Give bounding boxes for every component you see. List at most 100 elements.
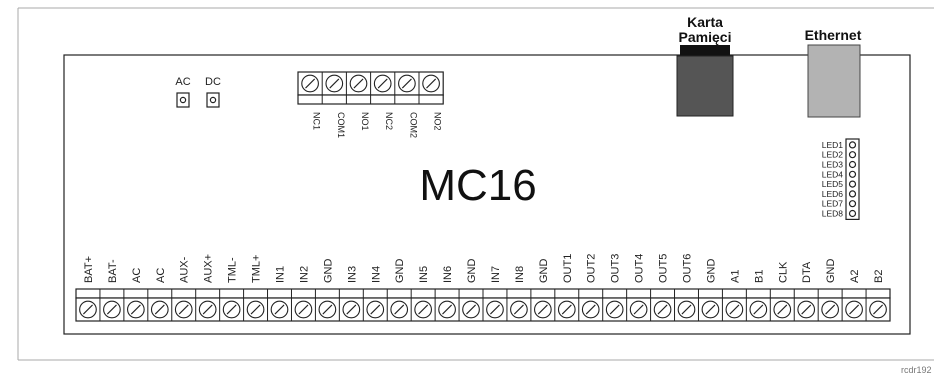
- terminal-label-16: IN6: [442, 266, 454, 283]
- terminal-screw-25: [653, 300, 672, 319]
- terminal-label-15: IN5: [418, 266, 430, 283]
- board-model-title: MC16: [419, 161, 536, 210]
- led-label-2: LED2: [822, 150, 844, 160]
- terminal-screw-28: [725, 300, 744, 319]
- terminal-screw-8: [246, 300, 265, 319]
- terminal-screw-4: [150, 300, 169, 319]
- led-5: [848, 180, 857, 188]
- terminal-screw-2: [103, 300, 121, 319]
- memory-card-label-line1: Karta: [687, 14, 723, 30]
- drawing-code: rcdr192: [901, 365, 932, 375]
- led-label-4: LED4: [822, 169, 844, 179]
- terminal-screw-1: [79, 300, 97, 319]
- ac-dc-jumpers: AC DC: [175, 76, 221, 108]
- terminal-screw-11: [318, 300, 337, 319]
- terminal-label-20: GND: [538, 259, 550, 284]
- terminal-screw-32: [821, 300, 839, 319]
- terminal-label-18: IN7: [490, 266, 502, 283]
- relay-label-nc1: NC1: [312, 112, 322, 130]
- terminal-screw-22: [581, 300, 600, 319]
- terminal-label-30: CLK: [777, 261, 789, 283]
- terminal-screw-23: [605, 300, 624, 319]
- led-7: [848, 200, 857, 208]
- terminal-label-33: A2: [849, 270, 861, 283]
- ethernet-port: [807, 44, 861, 118]
- terminal-label-6: AUX+: [203, 254, 215, 283]
- led-4: [848, 170, 857, 178]
- jumper-label-ac: AC: [175, 76, 190, 88]
- relay-label-com2: COM2: [408, 112, 418, 138]
- memory-card-slot: [680, 45, 730, 56]
- terminal-label-5: AUX-: [179, 256, 191, 283]
- terminal-label-7: TML-: [227, 257, 239, 283]
- relay-label-no1: NO1: [360, 112, 370, 131]
- terminal-screw-18: [486, 300, 504, 319]
- terminal-screw-16: [438, 300, 456, 319]
- terminal-screw-30: [773, 300, 792, 319]
- terminal-label-13: IN4: [370, 266, 382, 283]
- terminal-screw-3: [127, 300, 145, 319]
- jumper-pad-dc: [206, 92, 220, 108]
- terminal-label-4: AC: [155, 268, 167, 283]
- terminal-screw-20: [534, 300, 552, 319]
- led-2: [848, 151, 857, 159]
- terminal-label-2: BAT-: [107, 259, 119, 283]
- led-label-6: LED6: [822, 189, 844, 199]
- terminal-label-32: GND: [825, 259, 837, 284]
- led-label-8: LED8: [822, 209, 844, 219]
- terminal-screw-6: [198, 300, 217, 319]
- led-6: [848, 190, 857, 198]
- terminal-label-17: GND: [466, 259, 478, 284]
- terminal-label-22: OUT2: [586, 254, 598, 283]
- jumper-pin-dc: [209, 96, 217, 104]
- jumper-label-dc: DC: [205, 76, 221, 88]
- board-outline: [63, 54, 911, 335]
- relay-label-com1: COM1: [336, 112, 346, 138]
- terminal-label-8: TML+: [251, 255, 263, 283]
- terminal-screw-19: [510, 300, 528, 319]
- terminal-label-27: GND: [705, 259, 717, 284]
- terminal-screw-12: [342, 300, 361, 319]
- terminal-screw-26: [677, 300, 696, 319]
- relay-screw-nc1: [301, 74, 319, 93]
- terminal-screw-33: [845, 300, 863, 319]
- terminal-screw-24: [629, 300, 648, 319]
- ethernet-label: Ethernet: [805, 27, 862, 43]
- terminal-label-29: B1: [753, 270, 765, 283]
- relay-screw-no2: [422, 74, 440, 93]
- terminal-screw-14: [390, 300, 409, 319]
- terminal-screw-29: [749, 300, 768, 319]
- led-3: [848, 160, 857, 169]
- relay-screw-com2: [398, 74, 416, 93]
- terminal-label-12: IN3: [346, 266, 358, 283]
- terminal-label-23: OUT3: [610, 254, 622, 283]
- terminal-screw-21: [557, 300, 576, 319]
- relay-screw-com1: [325, 74, 344, 93]
- terminal-label-25: OUT5: [658, 254, 670, 283]
- terminal-label-9: IN1: [275, 266, 287, 283]
- terminal-label-26: OUT6: [682, 254, 694, 283]
- terminal-screw-27: [701, 300, 720, 319]
- terminal-label-1: BAT+: [83, 256, 95, 283]
- relay-screw-no1: [349, 74, 368, 93]
- terminal-screw-7: [222, 300, 241, 319]
- led-column-frame: [845, 138, 860, 221]
- terminal-label-31: DTA: [801, 261, 813, 283]
- terminal-screw-34: [869, 300, 887, 319]
- terminal-screw-31: [797, 300, 816, 319]
- terminal-label-14: GND: [394, 259, 406, 284]
- terminal-label-28: A1: [729, 270, 741, 283]
- led-1: [848, 141, 857, 149]
- terminal-label-24: OUT4: [634, 254, 646, 283]
- relay-label-no2: NO2: [433, 112, 443, 131]
- terminal-screw-17: [462, 300, 480, 319]
- terminal-label-19: IN8: [514, 266, 526, 283]
- terminal-label-21: OUT1: [562, 254, 574, 283]
- relay-label-nc2: NC2: [384, 112, 394, 130]
- led-label-7: LED7: [822, 199, 844, 209]
- led-label-3: LED3: [822, 160, 844, 170]
